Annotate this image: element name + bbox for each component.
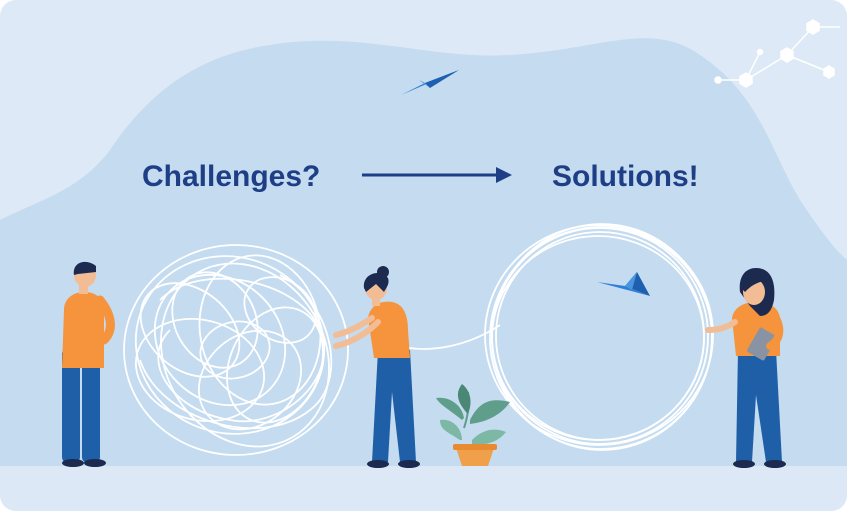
paper-plane-icon [597, 272, 650, 296]
network-nodes-icon [714, 19, 840, 88]
arrow-right-icon [362, 167, 512, 183]
ground [0, 466, 847, 511]
woman-with-tablet-figure [705, 268, 786, 468]
tangled-yarn-ball [123, 244, 349, 456]
challenges-heading: Challenges? [142, 160, 321, 193]
man-figure [62, 261, 115, 467]
potted-plant-icon [436, 384, 510, 466]
neat-yarn-circle [484, 223, 714, 451]
solutions-heading: Solutions! [552, 160, 699, 193]
woman-pulling-figure [333, 266, 420, 468]
background-blob [0, 38, 847, 471]
paper-plane-icon [401, 70, 459, 95]
